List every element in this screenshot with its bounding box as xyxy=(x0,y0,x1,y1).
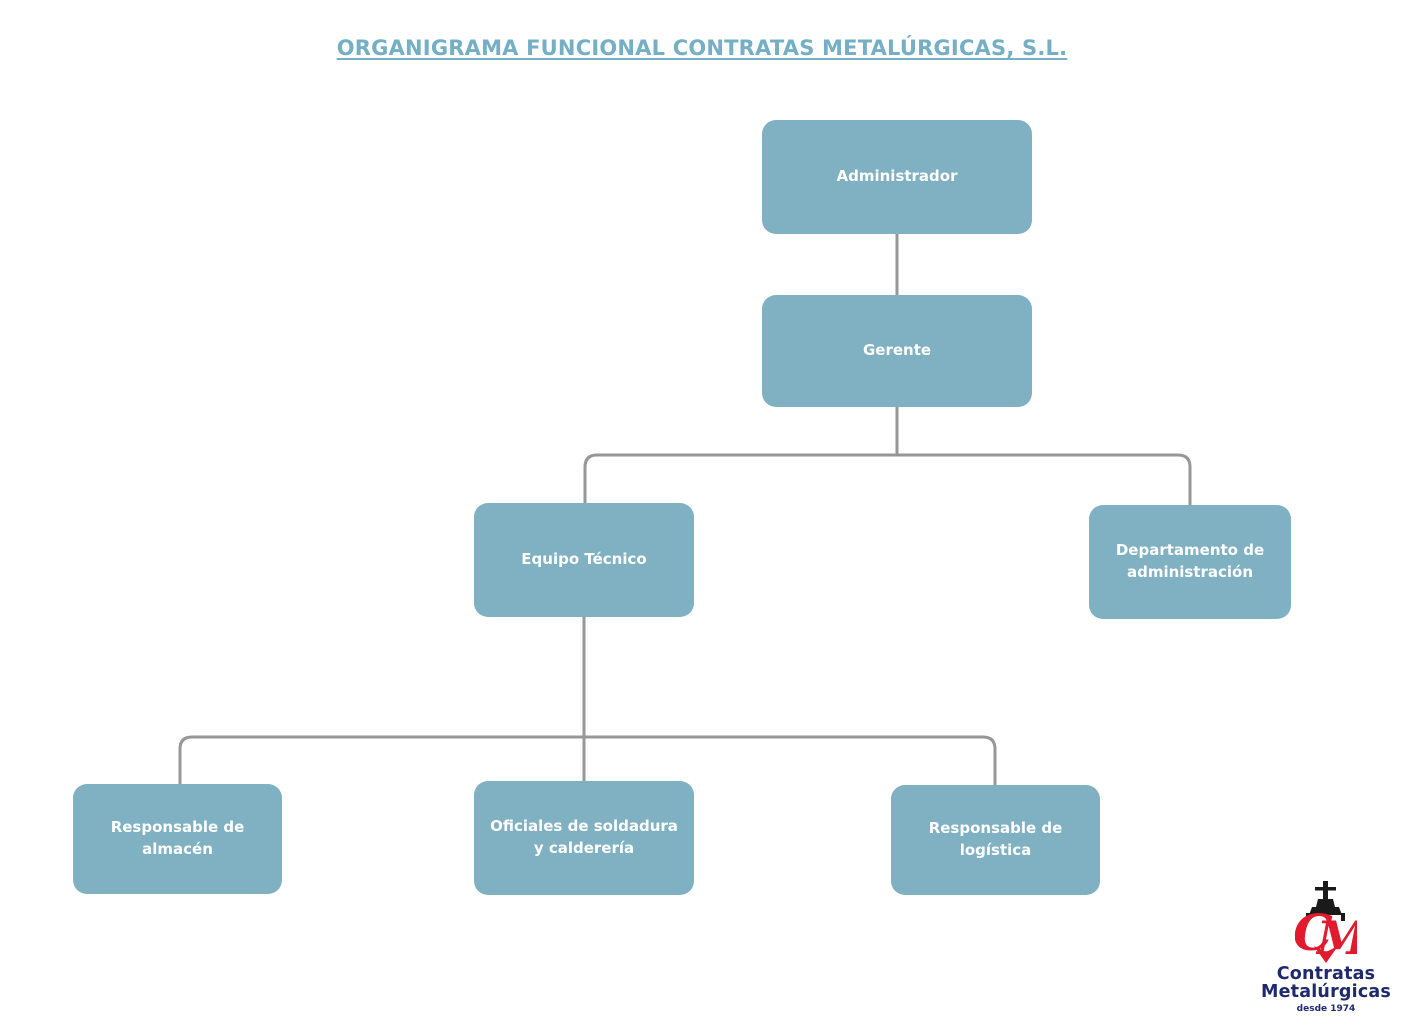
org-node-responsable-almacen-label: Responsable de almacén xyxy=(110,818,245,858)
company-logo: C M Contratas Metalúrgicas desde 1974 xyxy=(1252,880,1400,1020)
org-node-oficiales-soldadura-label: Oficiales de soldadura y calderería xyxy=(490,817,678,857)
org-node-administrador: Administrador xyxy=(762,120,1032,234)
org-node-administrador-label: Administrador xyxy=(836,167,958,186)
org-node-oficiales-soldadura: Oficiales de soldadura y calderería xyxy=(474,781,694,895)
org-node-responsable-logistica-label: Responsable de logística xyxy=(928,819,1063,859)
logo-tagline: desde 1974 xyxy=(1296,1003,1356,1014)
org-node-responsable-almacen: Responsable de almacén xyxy=(73,784,282,894)
logo-company-name-line2: Metalúrgicas xyxy=(1260,981,1392,1002)
org-node-equipo-tecnico: Equipo Técnico xyxy=(474,503,694,617)
org-node-responsable-logistica: Responsable de logística xyxy=(891,785,1100,895)
org-node-gerente-label: Gerente xyxy=(862,341,932,360)
org-node-equipo-tecnico-label: Equipo Técnico xyxy=(521,550,647,569)
logo-company-name-line1: Contratas xyxy=(1276,964,1376,984)
connector-equipo-children xyxy=(178,735,997,785)
org-node-gerente: Gerente xyxy=(762,295,1032,407)
org-node-departamento-administracion: Departamento de administración xyxy=(1089,505,1291,619)
connector-gerente-children xyxy=(583,453,1192,505)
ship-logo-icon: C M xyxy=(1295,881,1357,964)
org-node-departamento-administracion-label: Departamento de administración xyxy=(1115,541,1265,581)
page-title: ORGANIGRAMA FUNCIONAL CONTRATAS METALÚRG… xyxy=(336,36,1068,60)
